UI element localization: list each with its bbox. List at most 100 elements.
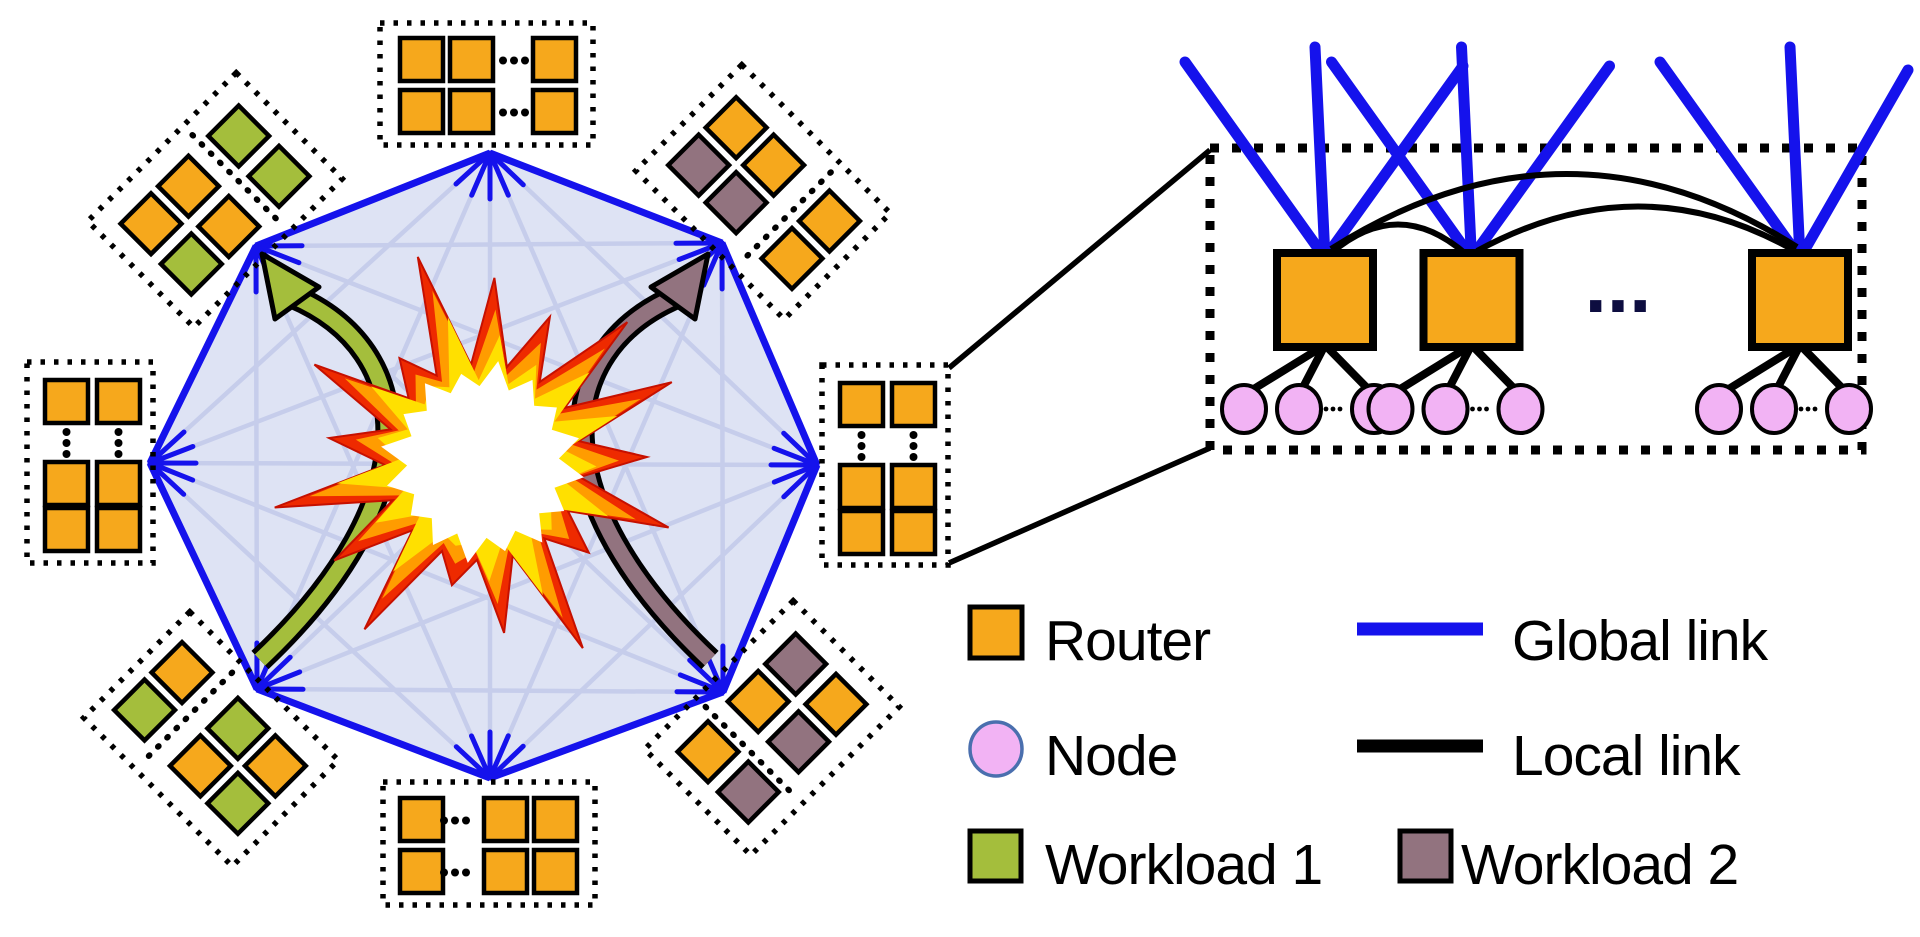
- zoom-callout-lines: [947, 147, 1212, 566]
- ellipsis-dot: [857, 453, 866, 461]
- local-link: [1241, 341, 1328, 399]
- workload2-cell: [762, 630, 830, 698]
- router-cell: [94, 505, 143, 554]
- router-swatch-icon: [967, 604, 1025, 661]
- router-cell: [397, 847, 446, 896]
- ellipsis-dot: [510, 56, 518, 65]
- group-separator-dots: [138, 669, 236, 767]
- router-cell: [397, 35, 446, 84]
- workload1-cell: [204, 694, 272, 762]
- legend-label-local-link: Local link: [1512, 724, 1741, 788]
- workload1-arrowhead-icon: [259, 251, 322, 322]
- router-cell: [740, 131, 808, 199]
- router-groups: [24, 20, 951, 908]
- workload1-cell: [157, 230, 225, 298]
- local-link-arc: [1475, 203, 1797, 254]
- ellipsis-dot: [909, 442, 918, 450]
- ellipsis-dot: [114, 450, 123, 458]
- ellipsis-dot: [909, 453, 918, 461]
- workload2-cell: [764, 708, 833, 776]
- global-link: [1326, 56, 1477, 264]
- router-cell: [837, 508, 886, 557]
- global-link: [1794, 64, 1914, 264]
- ellipsis-dot: [499, 108, 507, 117]
- congestion-explosion-icon: [274, 256, 673, 649]
- router-cell: [94, 377, 143, 426]
- group-separator-dots: [737, 169, 834, 266]
- node: [1750, 383, 1798, 435]
- router-cell: [674, 718, 742, 786]
- detail-contents: [1179, 41, 1914, 435]
- ellipsis-dot: [510, 108, 518, 117]
- global-link: [1456, 41, 1477, 264]
- node-ellipsis-dot: [1798, 406, 1804, 412]
- router: [1748, 249, 1852, 351]
- workload2-arrowhead-icon: [648, 251, 711, 322]
- router-cell: [802, 670, 870, 738]
- router-cell: [889, 508, 938, 557]
- ellipsis-dot: [114, 439, 123, 447]
- router-cell: [795, 187, 864, 255]
- ellipsis-dot: [857, 431, 866, 439]
- legend-label-workload2: Workload 2: [1461, 833, 1738, 897]
- group-south: [380, 779, 598, 908]
- ellipsis-dot: [462, 816, 470, 825]
- node-ellipsis-dot: [1330, 406, 1336, 412]
- legend-label-global-link: Global link: [1512, 609, 1769, 673]
- node-ellipsis-dot: [1477, 406, 1482, 412]
- zoom-callout-line-bottom: [947, 445, 1212, 566]
- ellipsis-dot: [462, 868, 470, 877]
- router-cell: [530, 87, 579, 136]
- router-cell: [42, 377, 91, 426]
- detail-group-boundary: [1205, 143, 1867, 455]
- ellipsis-dot: [451, 868, 459, 877]
- router-cell: [166, 732, 234, 800]
- node-ellipsis-dot: [1805, 406, 1811, 412]
- router-cell: [837, 380, 886, 429]
- node-ellipsis-dot: [1337, 406, 1343, 412]
- global-link: [1309, 41, 1331, 264]
- group-boundary: [631, 60, 895, 324]
- group-northwest: [83, 68, 347, 332]
- group-boundary: [24, 359, 156, 566]
- local-link-arc: [1329, 171, 1799, 252]
- workload1-cell: [204, 769, 272, 837]
- global-link: [1784, 41, 1806, 264]
- workload1-swatch-icon: [967, 828, 1024, 884]
- ellipsis-dot: [909, 431, 918, 439]
- router-cell: [530, 35, 579, 84]
- ellipsis-dot: [114, 428, 123, 436]
- group-detail-view: ...: [1179, 41, 1914, 455]
- more-routers-ellipsis: ...: [1585, 240, 1652, 329]
- router-cell: [154, 152, 223, 220]
- global-link: [1319, 60, 1469, 264]
- router-cell: [397, 795, 446, 844]
- node: [1366, 383, 1415, 435]
- legend: Router Global link Node Local link Workl…: [967, 604, 1770, 897]
- group-west: [24, 359, 156, 566]
- legend-label-router: Router: [1045, 609, 1211, 673]
- router-cell: [702, 94, 770, 162]
- local-link: [1716, 341, 1803, 399]
- ellipsis-dot: [857, 442, 866, 450]
- workload2-swatch-icon: [1397, 828, 1454, 884]
- group-northeast: [631, 60, 895, 324]
- ellipsis-dot: [62, 450, 71, 458]
- workload2-cell: [665, 131, 733, 199]
- router-cell: [481, 847, 530, 896]
- router: [1419, 249, 1524, 351]
- router-cell: [447, 87, 496, 136]
- router-cell: [724, 667, 792, 736]
- legend-label-node: Node: [1045, 724, 1177, 788]
- group-southeast: [640, 596, 904, 860]
- group-separator-dots: [702, 703, 800, 801]
- ellipsis-dot: [521, 108, 529, 117]
- group-east: [819, 362, 951, 568]
- global-link: [1654, 56, 1806, 264]
- router-cell: [531, 795, 580, 844]
- workload1-cell: [110, 676, 179, 744]
- router-cell: [889, 380, 938, 429]
- node-ellipsis-dot: [1323, 406, 1329, 412]
